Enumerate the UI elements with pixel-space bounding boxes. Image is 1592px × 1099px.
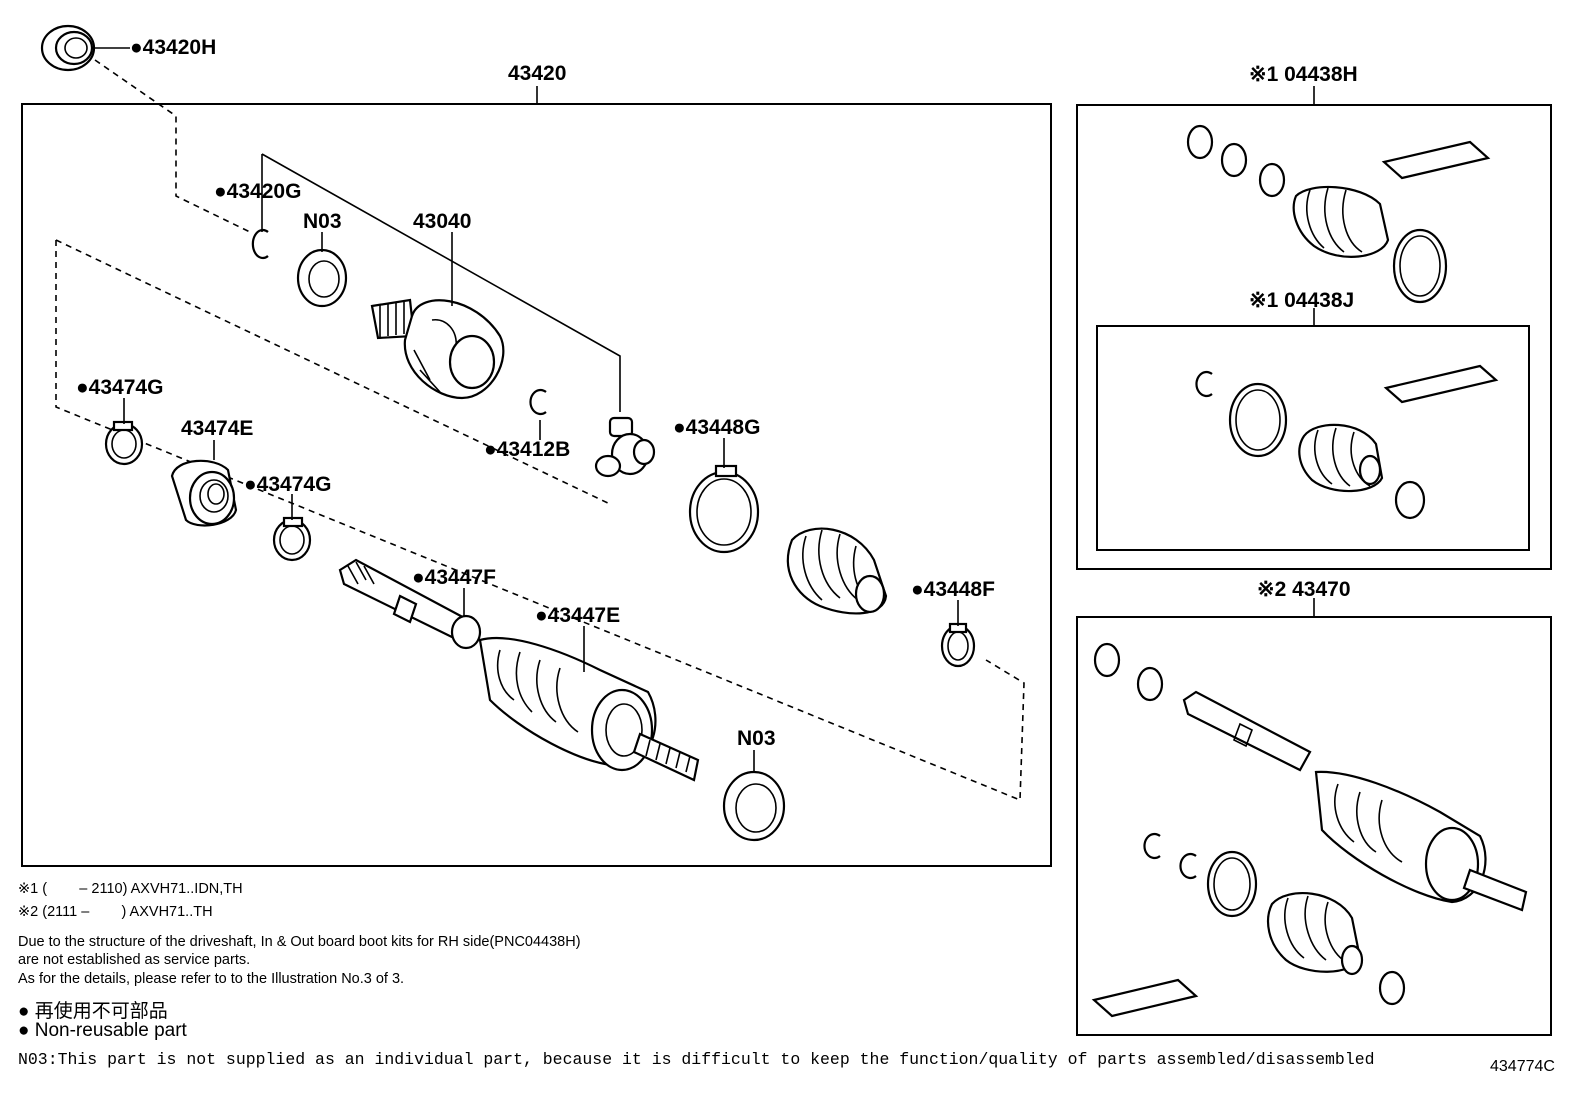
clamp-43448G-part [688, 464, 760, 554]
label-n03-bottom[interactable]: N03 [737, 727, 776, 750]
label-43448G[interactable]: ●43448G [673, 416, 761, 439]
legend-japanese: ● 再使用不可部品 [18, 1001, 168, 1022]
label-43040[interactable]: 43040 [413, 210, 472, 233]
clip-43412B-part [529, 388, 547, 416]
legend-english: ● Non-reusable part [18, 1020, 187, 1041]
kit-box-04438J [1096, 325, 1530, 551]
label-43448F[interactable]: ●43448F [911, 578, 995, 601]
seal-43420H-part [40, 24, 130, 72]
clamp-43474G-a-part [104, 420, 144, 466]
label-04438H[interactable]: ※1 04438H [1249, 63, 1358, 86]
description-line-3: As for the details, please refer to to t… [18, 971, 405, 987]
description-line-1: Due to the structure of the driveshaft, … [18, 934, 581, 950]
label-04438J[interactable]: ※1 04438J [1249, 289, 1355, 312]
description-line-2: are not established as service parts. [18, 952, 251, 968]
clamp-43474G-b-part [272, 516, 312, 562]
illustration-id: 434774C [1490, 1058, 1555, 1075]
label-43420[interactable]: 43420 [508, 62, 567, 85]
label-43420H[interactable]: ●43420H [130, 36, 217, 59]
label-43447E[interactable]: ●43447E [535, 604, 621, 627]
dashed-subgroup-outline [55, 240, 1025, 802]
label-43474G-b[interactable]: ●43474G [244, 473, 332, 496]
inboard-joint-43040-part [370, 298, 505, 400]
label-43474G-a[interactable]: ●43474G [76, 376, 164, 399]
label-n03-top[interactable]: N03 [303, 210, 342, 233]
drive-shaft-part [338, 558, 700, 782]
footnote-2: ※2 (2111 – ) AXVH71..TH [18, 904, 213, 920]
label-43412B[interactable]: ●43412B [484, 438, 571, 461]
label-43470[interactable]: ※2 43470 [1257, 578, 1351, 601]
label-43420G[interactable]: ●43420G [214, 180, 302, 203]
boot-inboard-part [786, 527, 888, 615]
clamp-43448F-part [940, 622, 976, 668]
kit-43470-parts [1091, 642, 1528, 1018]
tripod-spider-part [594, 416, 656, 478]
label-43474E[interactable]: 43474E [181, 417, 254, 440]
kit-04438H-parts [1186, 124, 1491, 304]
n03-footnote: N03:This part is not supplied as an indi… [18, 1050, 1375, 1069]
footnote-1: ※1 ( – 2110) AXVH71..IDN,TH [18, 881, 243, 897]
label-43447F[interactable]: ●43447F [412, 566, 496, 589]
kit-04438J-parts [1195, 364, 1499, 520]
boot-43474E-part [170, 459, 238, 527]
